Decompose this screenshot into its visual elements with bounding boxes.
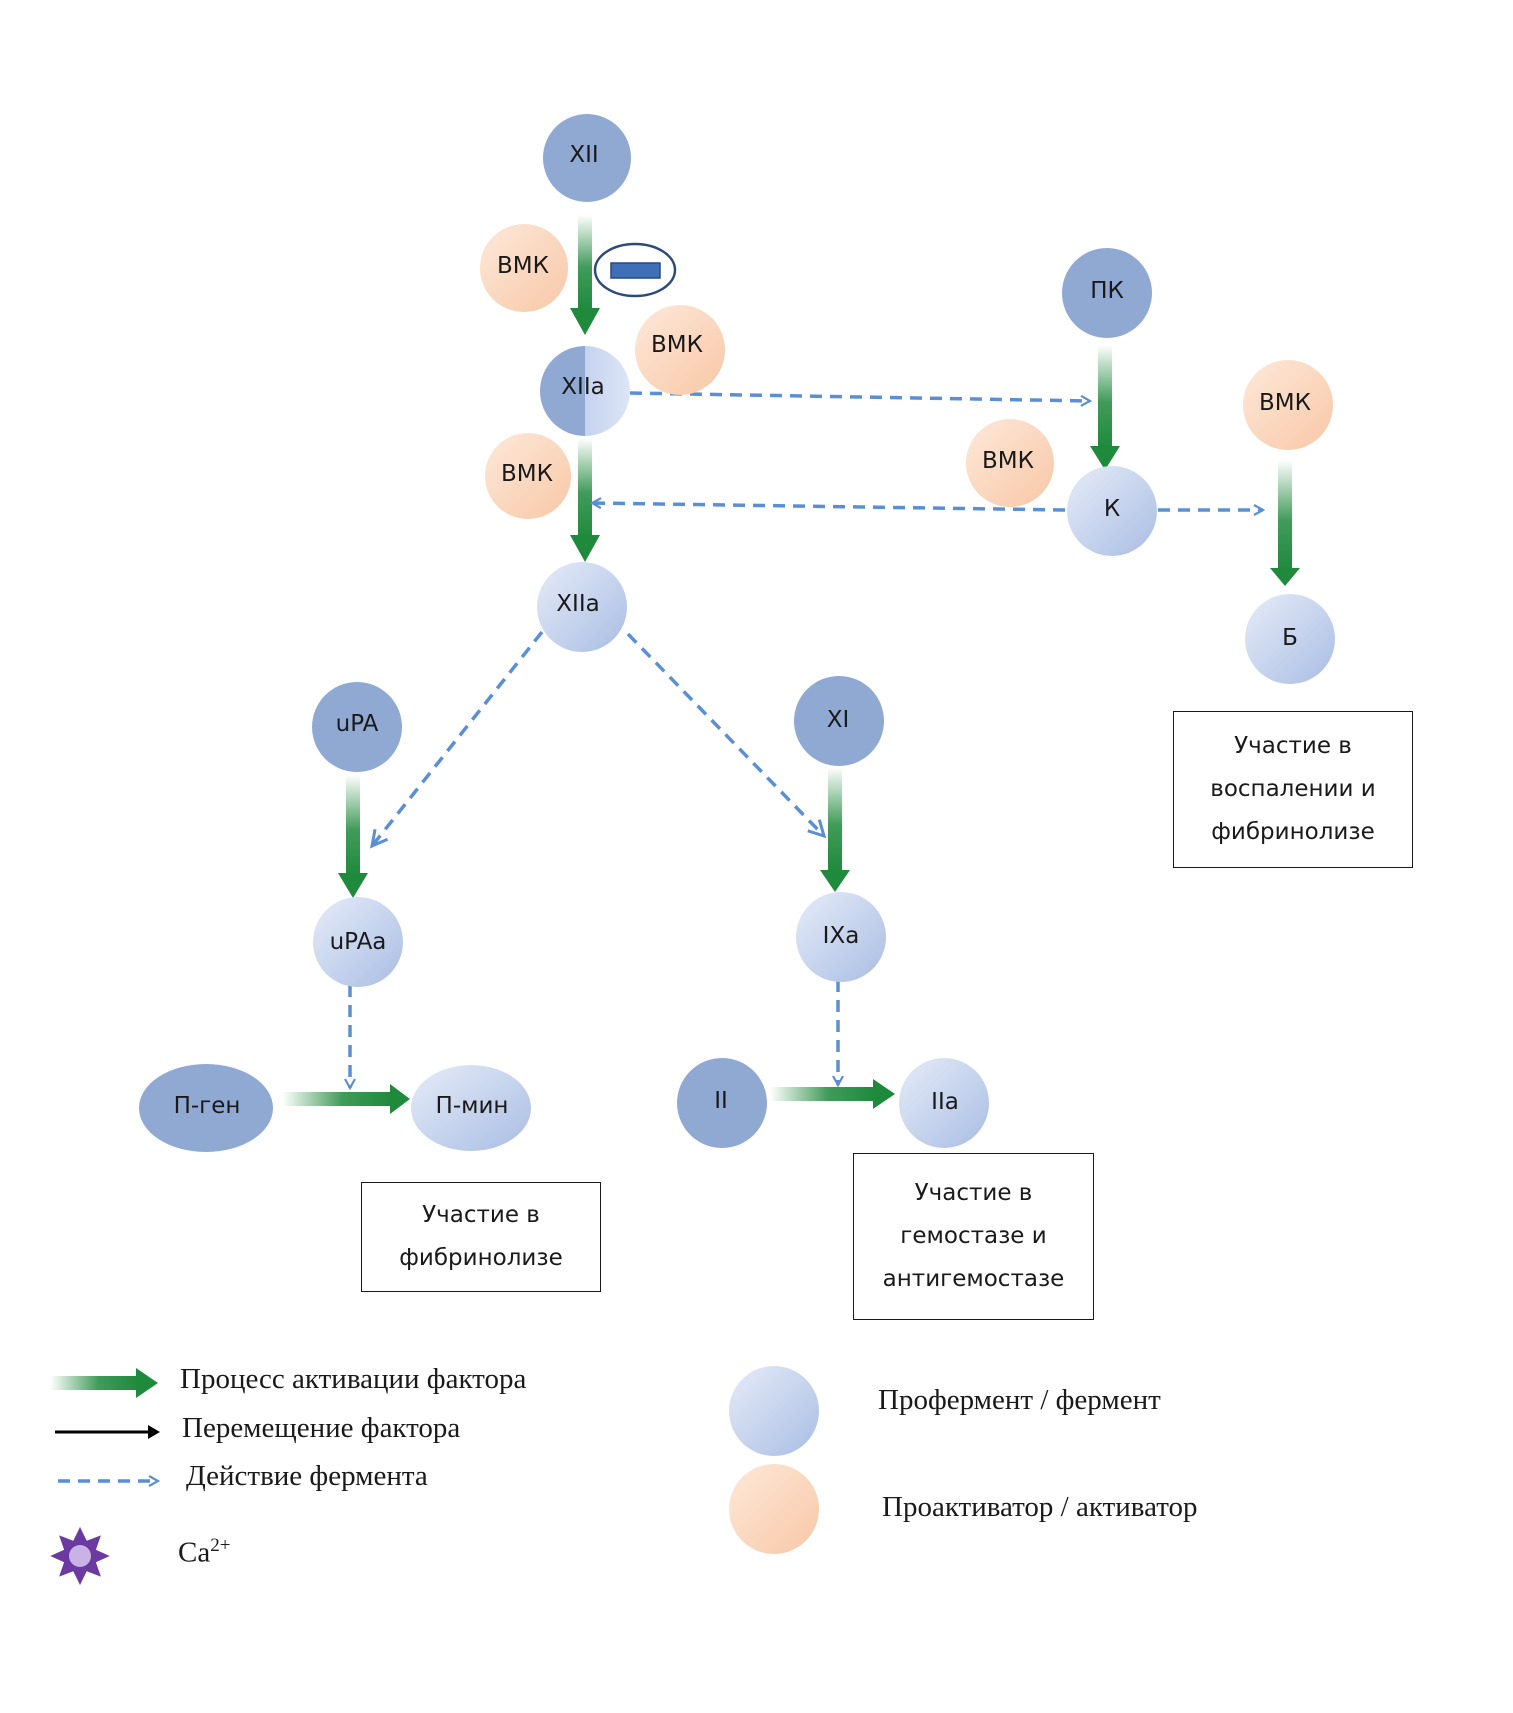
node-k-label: К (1104, 496, 1120, 522)
legend-activation-arrow (50, 1368, 158, 1398)
node-xiia-2: XIIa (537, 562, 627, 652)
node-vmk-2: ВМК (635, 305, 725, 395)
node-vmk-3: ВМК (485, 433, 571, 519)
node-xi-label: XI (827, 707, 850, 733)
action-arrow-xiia-upaa (372, 630, 544, 846)
box-fibrinolysis: Участие в фибринолизе (361, 1182, 601, 1292)
node-vmk-3-label: ВМК (501, 461, 553, 487)
legend-activation-label: Процесс активации фактора (180, 1363, 527, 1395)
legend-enzyme-action-label: Действие фермента (186, 1460, 428, 1492)
node-xiia-1: XIIa (540, 346, 630, 436)
node-vmk-5: ВМК (1243, 360, 1333, 450)
box-inflammation-fibrinolysis: Участие в воспалении и фибринолизе (1173, 711, 1413, 868)
node-xiia-2-label: XIIa (556, 591, 599, 617)
box-hemostasis-text: Участие в гемостазе и антигемостазе (882, 1180, 1065, 1292)
legend-enzyme-label: Профермент / фермент (878, 1384, 1161, 1416)
node-vmk-4: ВМК (966, 419, 1054, 507)
node-ixa-label: IXa (823, 923, 860, 949)
node-upaa-label: uPAa (330, 929, 387, 955)
activation-arrow-vmk-b (1270, 460, 1300, 586)
node-upa: uPA (312, 682, 402, 772)
legend-enzyme-circle (729, 1366, 819, 1456)
node-ixa: IXa (796, 892, 886, 982)
node-vmk-2-label: ВМК (651, 332, 703, 358)
node-ii-label: II (714, 1088, 728, 1114)
node-vmk-1: ВМК (480, 224, 568, 312)
node-pk: ПК (1062, 248, 1152, 338)
node-iia: IIa (899, 1058, 989, 1148)
legend-movement-label: Перемещение фактора (182, 1412, 461, 1444)
node-vmk-5-label: ВМК (1259, 390, 1311, 416)
inhibitor-symbol (593, 242, 677, 298)
legend-movement-arrow (55, 1425, 160, 1439)
node-vmk-1-label: ВМК (497, 253, 549, 279)
node-k: К (1067, 466, 1157, 556)
activation-arrow-upa-upaa (338, 775, 368, 898)
legend-activator-circle (729, 1464, 819, 1554)
action-arrow-xiia-xi (626, 632, 824, 836)
activation-arrow-ii-iia (770, 1079, 895, 1109)
node-pk-label: ПК (1090, 278, 1124, 304)
activation-arrow-pgen-pmin (282, 1084, 410, 1114)
node-p-min: П-мин (411, 1065, 531, 1151)
action-arrow-xiia-pk (629, 391, 1090, 401)
node-upa-label: uPA (336, 711, 379, 737)
node-ii: II (677, 1058, 767, 1148)
activation-arrow-pk-k (1090, 345, 1120, 470)
node-p-gen-label: П-ген (174, 1093, 241, 1119)
node-p-gen: П-ген (139, 1064, 273, 1152)
node-b-label: Б (1282, 625, 1298, 651)
activation-arrow-xii-xiia (570, 215, 600, 335)
node-b: Б (1245, 594, 1335, 684)
node-xii: XII (543, 114, 631, 202)
legend-activator-label: Проактиватор / активатор (882, 1491, 1198, 1523)
node-upaa: uPAa (313, 897, 403, 987)
node-vmk-4-label: ВМК (982, 448, 1034, 474)
legend-calcium-icon (50, 1527, 110, 1585)
legend-calcium-sup: 2+ (210, 1535, 231, 1556)
node-p-min-label: П-мин (436, 1093, 509, 1119)
box-inflammation-text: Участие в воспалении и фибринолизе (1210, 733, 1376, 845)
node-xii-label: XII (569, 142, 598, 168)
node-xi: XI (794, 676, 884, 766)
box-hemostasis-antihemostasis: Участие в гемостазе и антигемостазе (853, 1153, 1094, 1320)
activation-arrow-xiia-xiia (570, 438, 600, 562)
activation-arrow-xi-ixa (820, 767, 850, 892)
legend-calcium-label: Ca2+ (178, 1535, 230, 1570)
action-arrow-k-xiia (592, 503, 1066, 512)
node-iia-label: IIa (931, 1089, 959, 1115)
node-xiia-1-label: XIIa (561, 374, 604, 400)
box-fibrinolysis-text: Участие в фибринолизе (399, 1202, 563, 1271)
legend-calcium-base: Ca (178, 1536, 211, 1569)
